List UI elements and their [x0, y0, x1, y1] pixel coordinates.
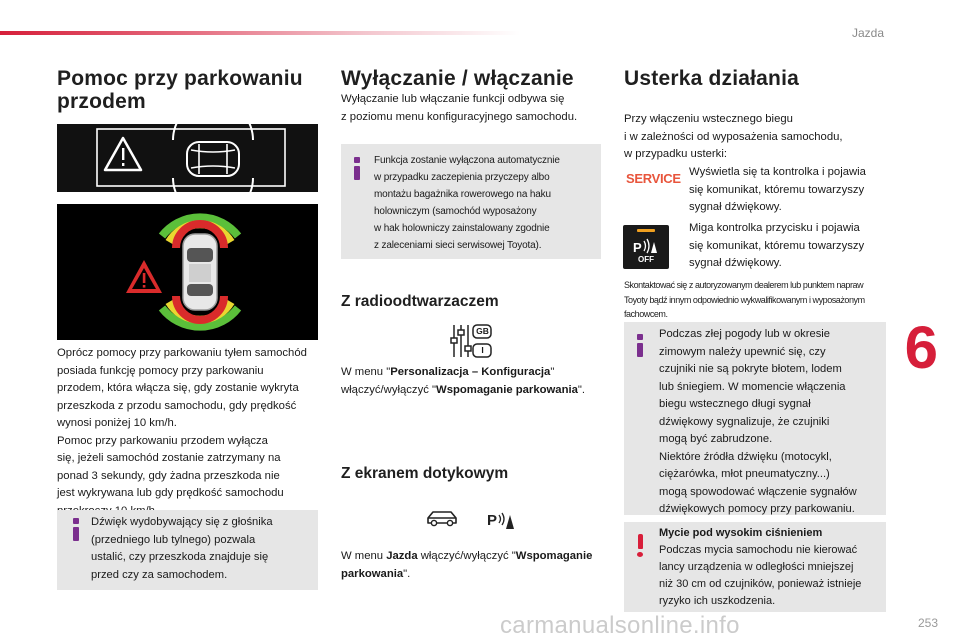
pressure-wash-title: Mycie pod wysokim ciśnieniem [659, 527, 823, 539]
pressure-wash-note-text: Mycie pod wysokim ciśnieniem Podczas myc… [659, 527, 862, 607]
touchscreen-section-title: Z ekranem dotykowym [341, 465, 509, 482]
display-illustration-top [57, 99, 318, 219]
warning-triangle-icon [103, 136, 143, 172]
off-label: OFF [638, 255, 654, 264]
dealer-contact-text: Skontaktować się z autoryzowanym dealere… [624, 280, 865, 319]
malfunction-intro: Przy włączeniu wstecznego biegu i w zale… [624, 113, 843, 160]
radio-instructions: W menu "Personalizacja – Konfiguracja" w… [341, 366, 586, 396]
language-i-label: I [481, 345, 484, 355]
chapter-number: 6 [904, 314, 938, 381]
sensor-zones-svg [126, 213, 242, 331]
info-icon [637, 334, 643, 357]
car-icon [424, 508, 460, 530]
sensor-zone-illustration [57, 204, 318, 340]
info-icon [354, 157, 360, 180]
info-icon [73, 518, 79, 541]
header-accent-line [0, 31, 520, 35]
radio-section-title: Z radioodtwarzaczem [341, 293, 499, 310]
front-parking-title: Pomoc przy parkowaniu przodem [57, 67, 303, 113]
language-gb-label: GB [476, 326, 489, 336]
auto-disable-note-text: Funkcja zostanie wyłączona automatycznie… [374, 155, 560, 251]
off-button-text: Miga kontrolka przycisku i pojawia się k… [689, 222, 865, 269]
parking-sensor-icon: P [486, 509, 516, 531]
speaker-note-text: Dźwięk wydobywający się z głośnika (prze… [91, 516, 273, 581]
weather-info-note: Podczas złej pogody lub w okresie zimowy… [624, 322, 886, 515]
auto-disable-note: Funkcja zostanie wyłączona automatycznie… [341, 144, 601, 259]
speaker-info-note: Dźwięk wydobywający się z głośnika (prze… [57, 510, 318, 590]
rear-sensor-zones [158, 295, 242, 331]
section-label: Jazda [851, 26, 884, 40]
onoff-title: Wyłączanie / włączanie [341, 67, 574, 90]
pressure-wash-warning-note: Mycie pod wysokim ciśnieniem Podczas myc… [624, 522, 886, 612]
service-warning-text: Wyświetla się ta kontrolka i pojawia się… [689, 166, 866, 213]
watermark: carmanualsonline.info [500, 612, 740, 639]
car-top-view-icon [182, 233, 218, 311]
parking-off-button-icon: P OFF [623, 225, 669, 269]
indicator-led [637, 229, 655, 232]
exclamation-warning-icon [637, 534, 643, 557]
warning-display-svg [96, 99, 286, 219]
svg-text:P: P [487, 512, 497, 529]
weather-note-text: Podczas złej pogody lub w okresie zimowy… [659, 328, 857, 515]
radio-settings-icon: GB I [448, 322, 494, 360]
svg-text:P: P [633, 240, 642, 255]
front-parking-description: Oprócz pomocy przy parkowaniu tyłem samo… [57, 347, 307, 517]
page-number: 253 [917, 616, 938, 630]
service-warning-icon: SERVICE [626, 171, 681, 186]
car-top-icon [186, 141, 240, 177]
touchscreen-instructions: W menu Jazda włączyć/wyłączyć "Wspomagan… [341, 550, 593, 580]
malfunction-title: Usterka działania [624, 67, 799, 90]
onoff-intro: Wyłączanie lub włączanie funkcji odbywa … [341, 93, 578, 123]
front-sensor-zones [158, 213, 242, 249]
